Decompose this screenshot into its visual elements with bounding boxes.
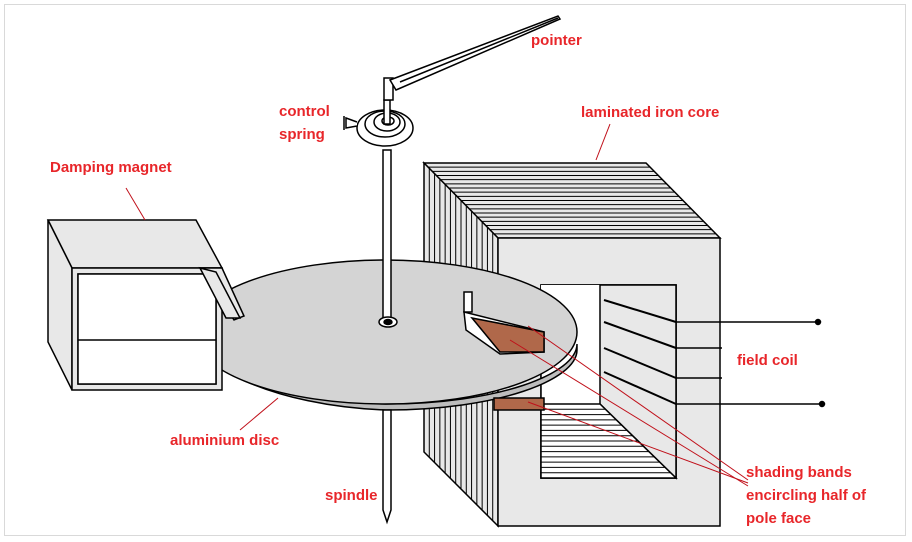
control-spring [343, 99, 414, 147]
upper-shading-band [463, 291, 545, 355]
aluminium-disc [192, 259, 578, 411]
damping-magnet [46, 219, 246, 391]
image-border [4, 4, 906, 536]
spindle [378, 149, 398, 525]
field-coil-leads [676, 318, 826, 408]
lower-lamination-lines [541, 408, 671, 474]
shading-bands-label-line1: shading bands [746, 464, 852, 481]
leader-lines [125, 123, 749, 487]
lower-shading-band [493, 397, 545, 411]
spindle-label: spindle [325, 487, 378, 504]
shading-bands-label: shading bands encircling half of pole fa… [746, 461, 866, 530]
pointer-label: pointer [531, 32, 582, 49]
laminated-iron-core-label: laminated iron core [581, 104, 720, 121]
control-spring-label: control spring [279, 100, 330, 146]
field-coil-windings [603, 299, 677, 405]
shading-bands-label-line3: pole face [746, 510, 812, 527]
damping-magnet-label: Damping magnet [50, 159, 172, 176]
pointer-needle [383, 15, 562, 101]
shading-bands-label-line2: encircling half of [746, 487, 867, 504]
aluminium-disc-label: aluminium disc [170, 432, 280, 449]
control-spring-label-line2: spring [279, 126, 325, 143]
field-coil-label: field coil [737, 352, 798, 369]
control-spring-label-line1: control [279, 103, 330, 120]
